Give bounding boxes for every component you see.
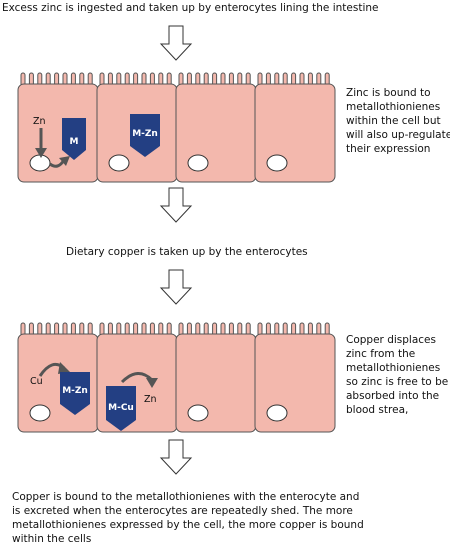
cell-nucleus bbox=[108, 154, 130, 172]
m-zn-label-2: M-Zn bbox=[62, 386, 88, 396]
m-cu-label: M-Cu bbox=[108, 403, 134, 413]
step1-text: Excess zinc is ingested and taken up by … bbox=[2, 2, 379, 14]
zn-label: Zn bbox=[33, 116, 46, 127]
panel2-note-line: metallothionienes bbox=[346, 362, 441, 374]
zn-exit-arrow bbox=[120, 372, 154, 384]
panel2-note-line: absorbed into the bbox=[346, 390, 440, 402]
flow-arrow-2 bbox=[160, 187, 192, 223]
zn-free-label: Zn bbox=[144, 394, 157, 405]
m-zn-label-1: M-Zn bbox=[132, 129, 158, 139]
panel1-note-line: Zinc is bound to bbox=[346, 87, 431, 99]
enterocyte-cell bbox=[175, 333, 257, 433]
cell-nucleus bbox=[187, 404, 209, 422]
panel1-note-line: metallothionienes bbox=[346, 101, 441, 113]
metallothionein-m-cu bbox=[106, 386, 136, 431]
final-text-line: is excreted when the enterocytes are rep… bbox=[12, 505, 353, 517]
panel2-note-line: Copper displaces bbox=[346, 334, 436, 346]
flow-arrow-4 bbox=[160, 439, 192, 475]
m-label: M bbox=[70, 137, 79, 147]
zn-exit-arrow-head bbox=[146, 378, 158, 388]
final-text-line: within the cells bbox=[12, 533, 92, 545]
panel1-contents: Zn M M-Zn bbox=[33, 114, 160, 168]
cell-nucleus bbox=[29, 404, 51, 422]
panel1-note-line: within the cell but bbox=[346, 115, 441, 127]
panel1-note: Zinc is bound to metallothionienes withi… bbox=[346, 86, 450, 156]
panel1-cells bbox=[17, 72, 336, 183]
panel2-note-line: blood strea, bbox=[346, 404, 409, 416]
enterocyte-cell bbox=[254, 83, 336, 183]
zn-to-nucleus-arrow-head bbox=[59, 156, 70, 166]
final-text-line: metallothionienes expressed by the cell,… bbox=[12, 519, 364, 531]
enterocyte-cell bbox=[175, 83, 257, 183]
cell-nucleus bbox=[29, 154, 51, 172]
enterocyte-cell bbox=[254, 333, 336, 433]
panel2-note-line: so zinc is free to be bbox=[346, 376, 449, 388]
cell-nucleus bbox=[187, 154, 209, 172]
cu-label: Cu bbox=[30, 376, 43, 387]
cu-entry-arrow-head bbox=[58, 362, 70, 374]
final-text: Copper is bound to the metallothionienes… bbox=[12, 490, 364, 546]
panel2-note: Copper displaces zinc from the metalloth… bbox=[346, 333, 448, 417]
panel1-note-line: will also up-regulate bbox=[346, 129, 450, 141]
panel2-contents: Cu M-Zn Zn M-Cu bbox=[30, 362, 158, 431]
panel2-note-line: zinc from the bbox=[346, 348, 416, 360]
flow-arrow-1 bbox=[160, 25, 192, 61]
metallothionein-m-zn bbox=[130, 114, 160, 157]
flow-arrow-3 bbox=[160, 269, 192, 305]
metallothionein-m bbox=[62, 118, 86, 160]
cell-nucleus bbox=[266, 404, 288, 422]
final-text-line: Copper is bound to the metallothionienes… bbox=[12, 491, 360, 503]
panel1-note-line: their expression bbox=[346, 143, 431, 155]
metallothionein-m-zn-2 bbox=[60, 372, 90, 415]
step2-text: Dietary copper is taken up by the entero… bbox=[66, 246, 308, 258]
zn-entry-arrow-head bbox=[35, 148, 47, 158]
cell-nucleus bbox=[266, 154, 288, 172]
